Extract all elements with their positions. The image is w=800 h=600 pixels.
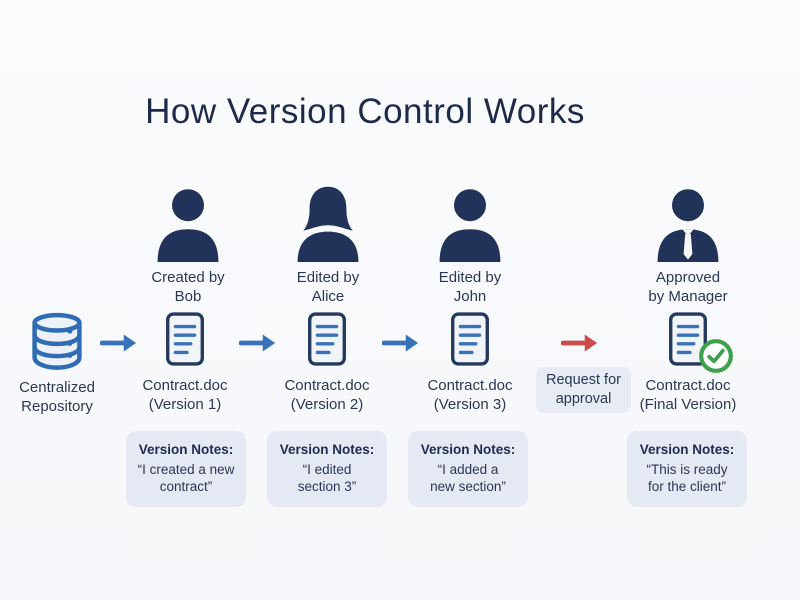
version-notes-v1: Version Notes: “I created a new contract…	[126, 431, 246, 507]
version-notes-v2: Version Notes: “I edited section 3”	[267, 431, 387, 507]
doc-label-v1: Contract.doc (Version 1)	[142, 377, 228, 413]
person-label-manager: Approved by Manager	[648, 269, 728, 305]
version-notes-v3: Version Notes: “I added a new section”	[408, 431, 528, 507]
doc-label-final: Contract.doc (Final Version)	[639, 377, 737, 413]
person-icon-bob	[146, 182, 230, 262]
document-icon-v3	[446, 310, 494, 368]
person-icon-alice	[286, 182, 370, 262]
document-icon-v2	[303, 310, 351, 368]
repository-label: Centralized Repository	[19, 379, 95, 415]
arrow-right-red-icon	[561, 331, 599, 355]
database-icon	[25, 308, 89, 376]
approved-check-icon	[697, 337, 735, 375]
arrow-right-icon	[100, 331, 138, 355]
arrow-right-icon	[382, 331, 420, 355]
doc-label-v3: Contract.doc (Version 3)	[427, 377, 513, 413]
document-icon-v1	[161, 310, 209, 368]
person-label-bob: Created by Bob	[151, 269, 225, 305]
person-label-john: Edited by John	[438, 269, 502, 305]
page-title: How Version Control Works	[145, 92, 585, 131]
document-icon-final	[664, 310, 712, 368]
doc-label-v2: Contract.doc (Version 2)	[284, 377, 370, 413]
person-icon-john	[428, 182, 512, 262]
person-label-alice: Edited by Alice	[296, 269, 360, 305]
person-icon-manager	[646, 182, 730, 262]
request-approval-box: Request for approval	[536, 367, 631, 413]
arrow-right-icon	[239, 331, 277, 355]
version-notes-final: Version Notes: “This is ready for the cl…	[627, 431, 747, 507]
